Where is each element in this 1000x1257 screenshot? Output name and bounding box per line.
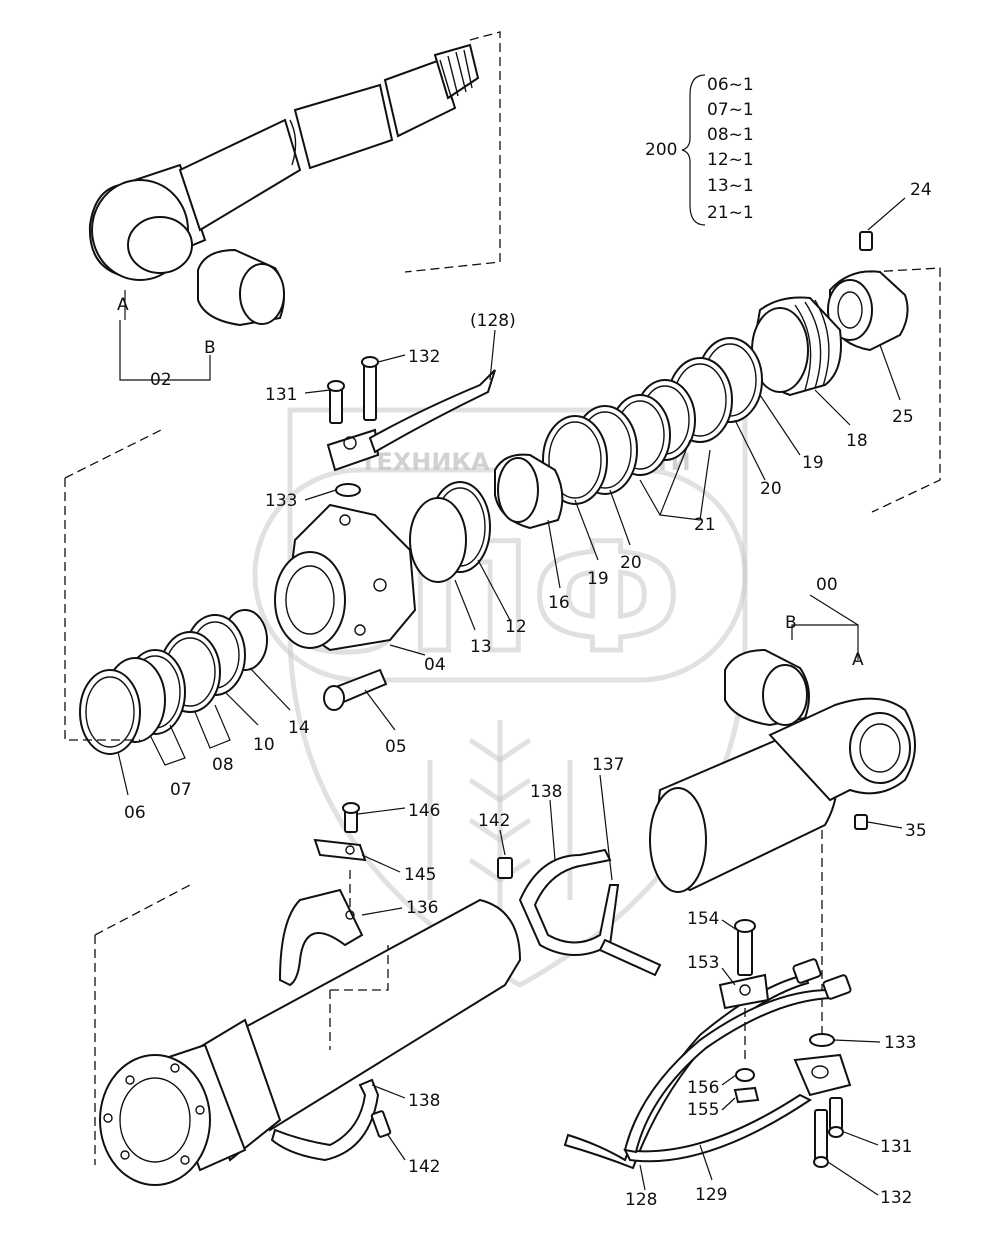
bracket-145 <box>313 838 367 862</box>
label-153: 153 <box>687 953 719 973</box>
label-131-lower: 131 <box>880 1137 912 1157</box>
hose-128 <box>563 958 822 1170</box>
kit-item-4: 12~1 <box>707 150 754 170</box>
piston-18 <box>750 296 842 397</box>
label-137: 137 <box>592 755 624 775</box>
label-138-lower: 138 <box>408 1091 440 1111</box>
label-155: 155 <box>687 1100 719 1120</box>
clamp-136 <box>278 888 364 987</box>
bolt-142-lower <box>370 1110 392 1138</box>
label-142-upper: 142 <box>478 811 510 831</box>
cylinder-head-04 <box>274 503 417 652</box>
label-132-lower: 132 <box>880 1188 912 1208</box>
bolt-146 <box>342 802 406 833</box>
bolt-05 <box>323 668 388 711</box>
label-19b: 19 <box>587 569 609 589</box>
label-12: 12 <box>505 617 527 637</box>
label-132-upper: 132 <box>408 347 440 367</box>
label-02-b: B <box>204 338 216 358</box>
kit-item-5: 13~1 <box>707 176 754 196</box>
o-ring-133-lower <box>809 1033 881 1047</box>
label-00: 00 <box>816 575 838 595</box>
bolt-131-upper <box>327 380 345 424</box>
label-24: 24 <box>910 180 932 200</box>
label-133-upper: 133 <box>265 491 297 511</box>
kit-item-6: 21~1 <box>707 203 754 223</box>
watermark-shield-outline <box>287 407 748 988</box>
label-142-lower: 142 <box>408 1157 440 1177</box>
label-20b: 20 <box>620 553 642 573</box>
elbow-fitting <box>326 369 496 472</box>
label-02: 02 <box>150 370 172 390</box>
bolt-132-upper <box>361 356 379 421</box>
bolt-132-lower <box>813 1109 879 1196</box>
label-128: 128 <box>625 1190 657 1210</box>
clamp-137 <box>518 848 662 977</box>
label-08: 08 <box>212 755 234 775</box>
flange-fitting <box>793 1053 852 1097</box>
label-25: 25 <box>892 407 914 427</box>
label-00-a: A <box>852 650 864 670</box>
label-35: 35 <box>905 821 927 841</box>
washer-156 <box>721 1068 755 1086</box>
label-156: 156 <box>687 1078 719 1098</box>
seal-kit-200: 200 06~1 07~1 08~1 12~1 13~1 21~1 <box>645 74 754 226</box>
hose-129 <box>623 974 852 1163</box>
label-131-upper: 131 <box>265 385 297 405</box>
piston-rod-02 <box>88 31 501 281</box>
bushing-02b <box>197 248 285 327</box>
label-04: 04 <box>424 655 446 675</box>
label-13: 13 <box>470 637 492 657</box>
label-00-b: B <box>785 613 797 633</box>
kit-item-1: 06~1 <box>707 75 754 95</box>
label-129: 129 <box>695 1185 727 1205</box>
label-21: 21 <box>694 515 716 535</box>
o-ring-133-upper <box>335 483 361 497</box>
label-145: 145 <box>404 865 436 885</box>
cylinder-tube-00 <box>649 697 916 893</box>
bushing-16 <box>494 453 564 530</box>
nut-155 <box>721 1086 760 1111</box>
grease-fitting-35 <box>854 814 903 830</box>
clamp-138-lower <box>270 1078 380 1162</box>
bushing-00b <box>724 648 810 727</box>
ring-06 <box>79 669 141 755</box>
plate-153 <box>718 967 770 1010</box>
label-128-ref: (128) <box>470 311 516 331</box>
bolt-142-upper <box>497 829 513 879</box>
label-14: 14 <box>288 718 310 738</box>
label-02-a: A <box>117 295 129 315</box>
label-138-upper: 138 <box>530 782 562 802</box>
kit-item-2: 07~1 <box>707 100 754 120</box>
label-18: 18 <box>846 431 868 451</box>
cylinder-tube-lower <box>99 898 522 1186</box>
label-133-lower: 133 <box>884 1033 916 1053</box>
label-06: 06 <box>124 803 146 823</box>
label-10: 10 <box>253 735 275 755</box>
nut-25 <box>827 270 909 352</box>
watermark-brand-text: ТЕХНИКА <box>360 448 490 476</box>
label-20a: 20 <box>760 479 782 499</box>
label-05: 05 <box>385 737 407 757</box>
bolt-131-lower <box>828 1097 879 1146</box>
label-154: 154 <box>687 909 719 929</box>
label-16: 16 <box>548 593 570 613</box>
label-146: 146 <box>408 801 440 821</box>
label-07: 07 <box>170 780 192 800</box>
ring-13 <box>409 497 467 583</box>
bolt-154 <box>721 919 756 976</box>
label-136: 136 <box>406 898 438 918</box>
kit-number: 200 <box>645 140 677 160</box>
label-19a: 19 <box>802 453 824 473</box>
set-screw-24 <box>859 197 906 251</box>
kit-item-3: 08~1 <box>707 125 754 145</box>
